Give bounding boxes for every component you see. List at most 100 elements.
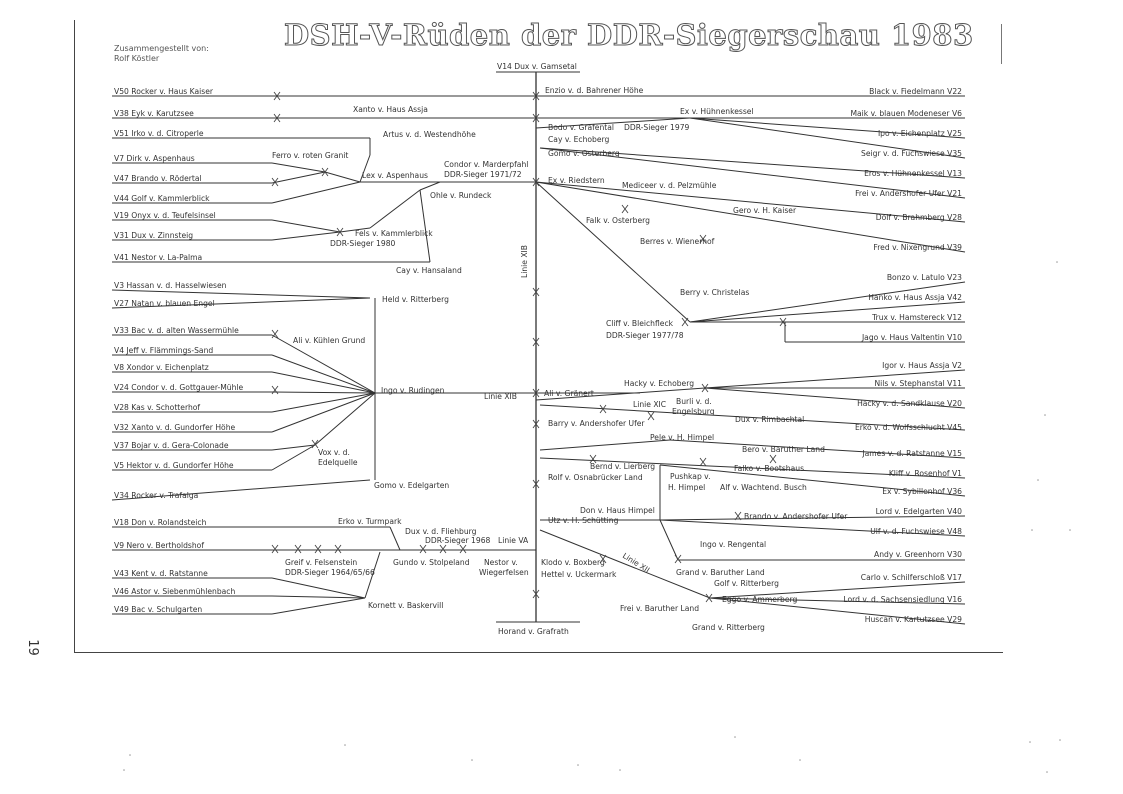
ancestor: Dux v. Rimbachtal [735,415,804,424]
right-item: Igor v. Haus Assja V2 [882,361,962,370]
right-item: Hanko v. Haus Assja V42 [868,293,962,302]
ancestor: DDR-Sieger 1977/78 [606,331,684,340]
ancestor: Gomo v. Edelgarten [374,481,449,490]
ancestor: Gomo v. Osterberg [548,149,620,158]
left-item: V49 Bac v. Schulgarten [114,605,202,614]
compiled-by-name: Rolf Köstler [114,54,160,63]
ancestor: Hettel v. Uckermark [541,570,617,579]
right-item: Hacky v. d. Sandklause V20 [857,399,962,408]
ancestor: Rolf v. Osnabrücker Land [548,473,643,482]
left-item: V8 Xondor v. Eichenplatz [114,363,209,372]
page-frame [74,20,1003,653]
right-item: Jago v. Haus Valtentin V10 [861,333,962,342]
ancestor: Bero v. Baruther Land [742,445,825,454]
ancestor: Hacky v. Echoberg [624,379,694,388]
right-ancestors: Enzio v. d. Bahrener Höhe Ex v. Hühnenke… [541,86,848,632]
label-linie-xic: Linie XIC [633,400,666,409]
ancestor: Don v. Haus Himpel [580,506,655,515]
label-linie-xii: Linie XII [621,551,651,575]
ancestor: Grand v. Ritterberg [692,623,765,632]
ancestor: Pele v. H. Himpel [650,433,714,442]
right-item: Lord v. Edelgarten V40 [876,507,963,516]
left-item: V19 Onyx v. d. Teufelsinsel [114,211,216,220]
ancestor: DDR-Sieger 1979 [624,123,690,132]
ancestor: Cliff v. Bleichfleck [606,319,674,328]
ancestor: Utz v. H. Schütting [548,516,619,525]
left-item: V3 Hassan v. d. Hasselwiesen [114,281,227,290]
label-v14: V14 Dux v. Gamsetal [497,62,577,71]
right-item: Ipo v. Eichenplatz V25 [878,129,962,138]
ancestor: Falko v. Bootshaus [734,464,804,473]
ancestor: Gero v. H. Kaiser [733,206,797,215]
right-item: James v. d. Ratstanne V15 [861,449,962,458]
right-item: Bonzo v. Latulo V23 [887,273,962,282]
ancestor: Alf v. Wachtend. Busch [720,483,807,492]
connector-lines [111,71,966,625]
ancestor: Lex v. Aspenhaus [362,171,428,180]
ancestor: H. Himpel [668,483,705,492]
left-item: V33 Bac v. d. alten Wassermühle [114,326,239,335]
ancestor: Bodo v. Gräfental [548,123,614,132]
ancestor: DDR-Sieger 1968 [425,536,491,545]
right-item: Black v. Fiedelmann V22 [869,87,962,96]
ancestor: Enzio v. d. Bahrener Höhe [545,86,644,95]
right-item: Trux v. Hamstereck V12 [871,313,962,322]
ancestor: Engelsburg [672,407,715,416]
ancestor: Ingo v. Rudingen [381,386,445,395]
ancestor: Ferro v. roten Granit [272,151,348,160]
ancestor: Edelquelle [318,458,358,467]
ancestor: Cay v. Hansaland [396,266,462,275]
ancestor: Cay v. Echoberg [548,135,610,144]
right-list: Black v. Fiedelmann V22 Maik v. blauen M… [843,87,962,624]
ancestor: Klodo v. Boxberg [541,558,605,567]
ancestor: Barry v. Andershofer Ufer [548,419,645,428]
left-item: V31 Dux v. Zinnsteig [114,231,193,240]
left-item: V4 Jeff v. Flämmings-Sand [114,346,213,355]
left-item: V27 Natan v. blauen Engel [114,299,215,308]
left-item: V7 Dirk v. Aspenhaus [114,154,195,163]
left-item: V44 Golf v. Kammlerblick [114,194,210,203]
right-item: Maik v. blauen Modeneser V6 [850,109,962,118]
ancestor: Wiegerfelsen [479,568,529,577]
ancestor: Erko v. Turmpark [338,517,402,526]
ancestor: Gundo v. Stolpeland [393,558,470,567]
ancestor: Berres v. Wienerhof [640,237,715,246]
ancestor: DDR-Sieger 1964/65/66 [285,568,375,577]
label-horand: Horand v. Grafrath [498,627,569,636]
left-ancestors: Xanto v. Haus Assja Artus v. d. Westendh… [272,105,529,610]
ancestor: Ex v. Hühnenkessel [680,107,754,116]
scan-specks [123,261,1071,773]
ancestor: Burli v. d. [676,397,712,406]
left-item: V50 Rocker v. Haus Kaiser [114,87,214,96]
left-item: V5 Hektor v. d. Gundorfer Höhe [114,461,234,470]
ancestor: Kornett v. Baskervill [368,601,443,610]
ancestor: Ali v. Gränert [544,389,594,398]
ancestor: Ohle v. Rundeck [430,191,492,200]
ancestor: Vox v. d. [318,448,350,457]
ancestor: Golf v. Ritterberg [714,579,779,588]
left-item: V46 Astor v. Siebenmühlenbach [114,587,235,596]
ancestor: Berry v. Christelas [680,288,749,297]
left-item: V18 Don v. Rolandsteich [114,518,207,527]
left-item: V47 Brando v. Rödertal [114,174,202,183]
left-item: V51 Irko v. d. Citroperle [114,129,204,138]
right-item: Dolf v. Brahmberg V28 [876,213,962,222]
right-item: Fred v. Nixengrund V39 [873,243,962,252]
ancestor: Falk v. Osterberg [586,216,650,225]
ancestor: DDR-Sieger 1971/72 [444,170,522,179]
right-item: Kliff v. Rosenhof V1 [889,469,962,478]
ancestor: Mediceer v. d. Pelzmühle [622,181,717,190]
left-item: V43 Kent v. d. Ratstanne [114,569,208,578]
left-item: V34 Rocker v. Trafalga [114,491,198,500]
ancestor: Held v. Ritterberg [382,295,449,304]
ancestor: Eggo v. Ammerberg [722,595,797,604]
right-item: Ex v. Sybillenhof V36 [882,487,962,496]
right-item: Frei v. Andershofer Ufer V21 [855,189,962,198]
left-list: V50 Rocker v. Haus Kaiser V38 Eyk v. Kar… [114,87,244,614]
left-item: V41 Nestor v. La-Palma [114,253,202,262]
label-linie-xib: Linie XIB [484,392,517,401]
left-item: V24 Condor v. d. Gottgauer-Mühle [114,383,244,392]
ancestor: Xanto v. Haus Assja [353,105,428,114]
ancestor: Brando v. Andershofer Ufer [744,512,848,521]
